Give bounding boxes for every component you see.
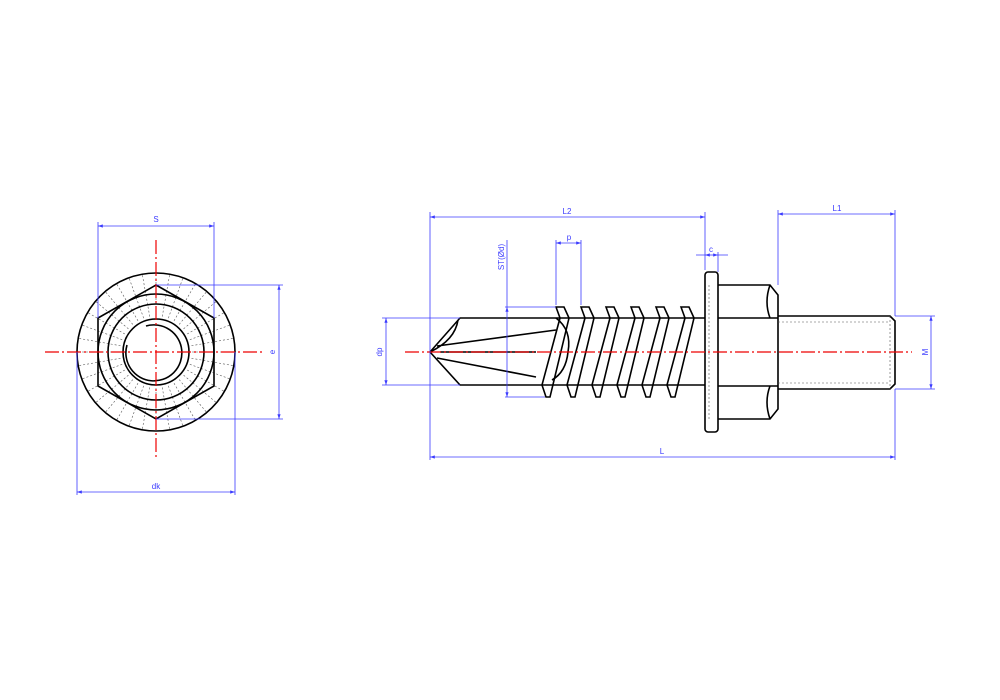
p-extension	[555, 240, 582, 305]
side-extension-lines	[429, 210, 896, 460]
thread-spiral	[125, 324, 183, 382]
e-extension-lines	[156, 284, 283, 420]
thread-crest	[591, 306, 620, 398]
thread-crest	[666, 306, 695, 398]
label-l2: L2	[563, 207, 572, 216]
st-extension	[505, 306, 556, 398]
label-l: L	[660, 447, 665, 456]
dk-extension-lines	[76, 352, 236, 495]
screw-threads	[541, 306, 695, 398]
label-m: M	[921, 348, 930, 355]
label-st: ST(Ød)	[497, 244, 506, 271]
side-view: L2 L1 L c p ST(Ød) dp M	[375, 204, 935, 460]
thread-crest	[566, 306, 595, 398]
label-dk: dk	[152, 482, 161, 491]
label-s: S	[153, 215, 158, 224]
label-e: e	[268, 349, 277, 354]
front-view: S e dk	[45, 215, 283, 495]
thread-crest	[541, 306, 570, 398]
s-extension-lines	[97, 222, 215, 318]
drill-flutes	[429, 319, 557, 378]
hex-head-side	[718, 284, 779, 420]
m-extension	[895, 315, 935, 390]
thread-crest	[616, 306, 645, 398]
label-c: c	[709, 245, 713, 254]
thread-crest	[641, 306, 670, 398]
label-l1: L1	[833, 204, 842, 213]
dp-extension	[382, 317, 460, 386]
label-dp: dp	[375, 347, 384, 356]
label-p: p	[567, 233, 572, 242]
shank-outline	[545, 317, 705, 386]
